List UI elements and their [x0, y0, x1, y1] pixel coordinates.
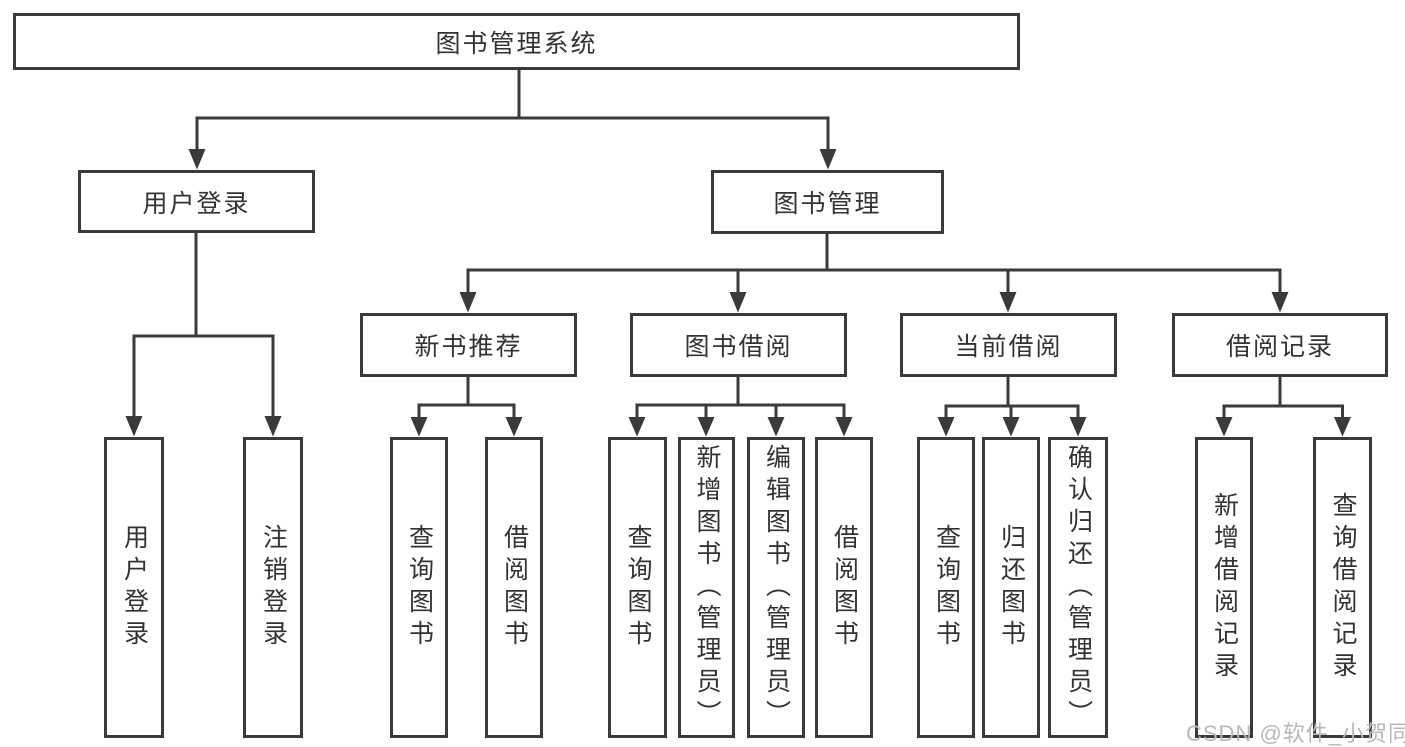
- leaf-query-borrow-record-label: 查询借阅记录: [1329, 491, 1357, 684]
- leaf-query-book-rec-label: 查询图书: [405, 523, 434, 652]
- node-user-login: 用户登录: [78, 170, 315, 233]
- node-book-borrow-label: 图书借阅: [684, 333, 793, 361]
- leaf-borrow-book: 借阅图书: [815, 437, 873, 738]
- leaf-query-book-rec: 查询图书: [390, 437, 448, 738]
- leaf-query-borrow-record: 查询借阅记录: [1313, 437, 1372, 738]
- leaf-return-book: 归还图书: [982, 437, 1040, 738]
- leaf-return-book-label: 归还图书: [997, 523, 1026, 652]
- node-book-mgmt-label: 图书管理: [773, 190, 882, 218]
- root-label: 图书管理系统: [435, 29, 598, 58]
- leaf-borrow-book-rec: 借阅图书: [485, 437, 543, 738]
- leaf-query-book-borrow-label: 查询图书: [624, 523, 652, 652]
- leaf-logout: 注销登录: [243, 437, 303, 738]
- leaf-add-borrow-record-label: 新增借阅记录: [1210, 491, 1239, 684]
- node-borrow-records-label: 借阅记录: [1225, 333, 1334, 361]
- node-current-borrow-label: 当前借阅: [954, 333, 1063, 361]
- leaf-logout-label: 注销登录: [259, 523, 288, 652]
- csdn-watermark: CSDN @软件_小贺同学: [1186, 721, 1405, 746]
- leaf-edit-book-label: 编辑图书（管理员）: [762, 443, 791, 732]
- leaf-borrow-book-label: 借阅图书: [830, 523, 859, 652]
- leaf-query-book-current-label: 查询图书: [932, 523, 961, 652]
- leaf-query-book-borrow: 查询图书: [608, 437, 667, 738]
- leaf-edit-book: 编辑图书（管理员）: [747, 437, 805, 738]
- leaf-user-login: 用户登录: [104, 437, 164, 738]
- root-box: 图书管理系统: [13, 13, 1020, 70]
- leaf-confirm-return: 确认归还（管理员）: [1048, 437, 1108, 738]
- node-book-borrow: 图书借阅: [630, 313, 847, 377]
- node-borrow-records: 借阅记录: [1172, 313, 1388, 377]
- leaf-borrow-book-rec-label: 借阅图书: [500, 523, 529, 652]
- node-user-login-label: 用户登录: [142, 189, 251, 218]
- node-new-book-rec: 新书推荐: [360, 313, 577, 377]
- node-current-borrow: 当前借阅: [900, 313, 1117, 377]
- leaf-add-book: 新增图书（管理员）: [678, 437, 735, 738]
- leaf-add-borrow-record: 新增借阅记录: [1195, 437, 1253, 738]
- leaf-add-book-label: 新增图书（管理员）: [693, 443, 721, 732]
- node-book-mgmt: 图书管理: [711, 170, 944, 234]
- leaf-query-book-current: 查询图书: [917, 437, 975, 738]
- leaf-confirm-return-label: 确认归还（管理员）: [1064, 443, 1093, 732]
- leaf-user-login-label: 用户登录: [120, 523, 149, 652]
- node-new-book-rec-label: 新书推荐: [414, 333, 523, 361]
